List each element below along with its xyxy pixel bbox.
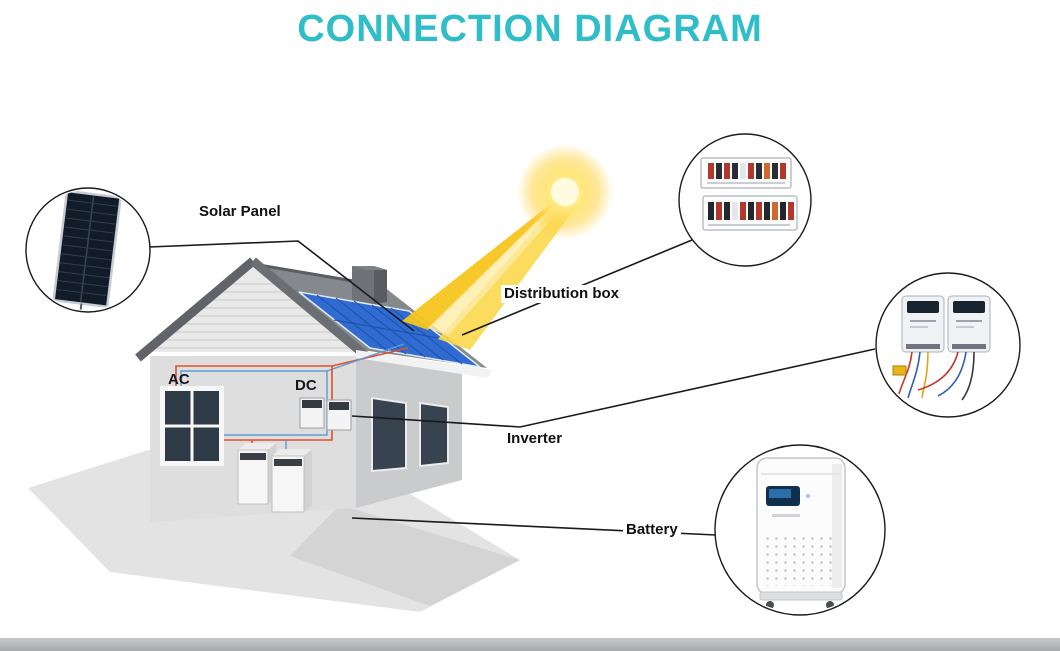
callout-battery <box>714 444 886 616</box>
sun-ray <box>402 194 566 330</box>
page-title: CONNECTION DIAGRAM <box>297 8 763 50</box>
house-illustration <box>135 257 492 522</box>
sun-and-rays <box>402 144 613 350</box>
bottom-bar <box>0 638 1060 651</box>
side-windows <box>371 396 449 473</box>
label-distribution-box: Distribution box <box>501 285 622 303</box>
front-window <box>160 386 224 466</box>
label-ac: AC <box>168 371 190 388</box>
house-batteries <box>237 443 312 513</box>
wall-inverters <box>299 397 352 431</box>
label-solar-panel: Solar Panel <box>196 203 284 221</box>
callout-solar-panel <box>25 187 151 313</box>
connector-inverter <box>351 348 876 428</box>
label-battery: Battery <box>623 521 681 539</box>
sun-ray-highlight <box>428 197 571 336</box>
connector-solar-panel <box>148 240 415 332</box>
sun-core <box>551 178 579 206</box>
chimney <box>352 266 387 304</box>
label-inverter: Inverter <box>504 430 566 448</box>
roof-solar-array <box>298 291 481 368</box>
label-dc: DC <box>295 377 317 394</box>
callout-inverter <box>875 272 1021 418</box>
eave-fascia <box>356 350 492 378</box>
callout-distribution-box <box>678 133 812 267</box>
